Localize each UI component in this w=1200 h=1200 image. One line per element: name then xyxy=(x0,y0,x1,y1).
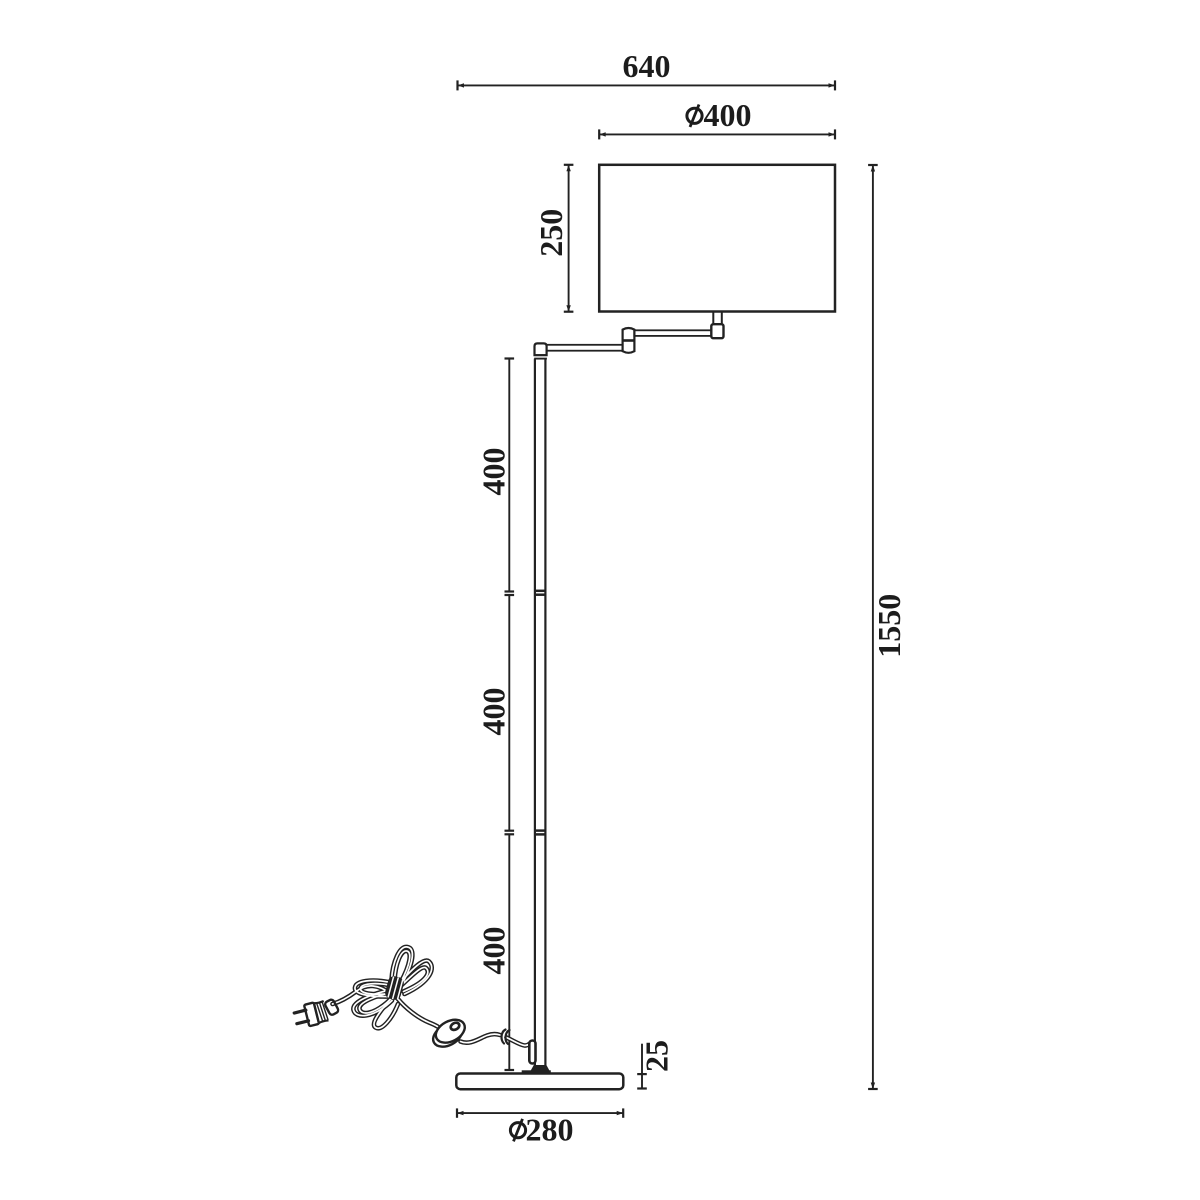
svg-text:400: 400 xyxy=(476,688,512,736)
svg-text:400: 400 xyxy=(704,97,752,133)
svg-text:1550: 1550 xyxy=(871,594,907,658)
svg-text:280: 280 xyxy=(526,1112,574,1148)
svg-text:25: 25 xyxy=(638,1040,674,1072)
svg-text:400: 400 xyxy=(476,448,512,496)
svg-text:400: 400 xyxy=(476,927,512,975)
svg-text:250: 250 xyxy=(533,209,569,257)
svg-text:640: 640 xyxy=(623,48,671,84)
